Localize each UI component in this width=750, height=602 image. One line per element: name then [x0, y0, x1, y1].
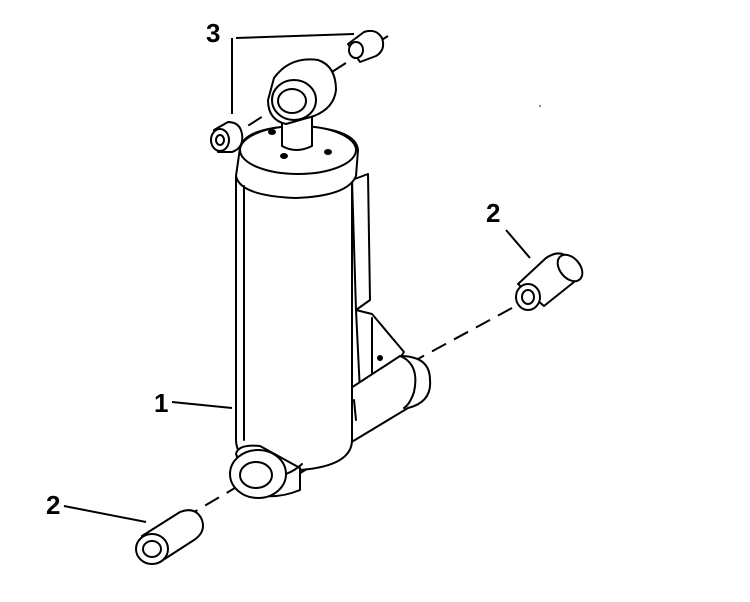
print-speck [539, 105, 541, 107]
rod-bushing-left [210, 121, 244, 153]
leader-lines [63, 33, 531, 523]
bushing-left [135, 509, 204, 565]
callout-label-3: 3 [206, 18, 220, 48]
callout-label-2-left: 2 [46, 490, 60, 520]
bushing-right [515, 252, 584, 311]
callout-label-1: 1 [154, 388, 168, 418]
rod-bushing-top-right [347, 29, 385, 63]
callout-label-2-right: 2 [486, 198, 500, 228]
cylinder-bottom-eye [229, 444, 303, 499]
cylinder-body [235, 58, 359, 471]
